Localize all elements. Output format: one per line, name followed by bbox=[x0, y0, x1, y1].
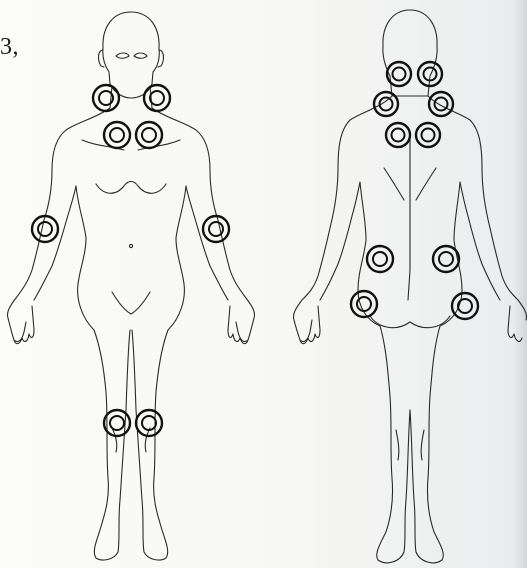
back-body-outline-right bbox=[428, 96, 527, 320]
back-tender-point-gluteal-left bbox=[367, 246, 393, 272]
back-tender-point-gluteal-right bbox=[433, 246, 459, 272]
back-tender-point-supraspinatus-right bbox=[416, 123, 440, 147]
front-breast-line bbox=[96, 182, 166, 194]
back-scapula-right bbox=[416, 168, 436, 200]
front-torso-left bbox=[76, 186, 130, 560]
front-tender-point-knee-right bbox=[136, 410, 162, 436]
back-tender-point-supraspinatus-left bbox=[386, 123, 410, 147]
front-groin bbox=[112, 292, 150, 314]
back-scapula-left bbox=[384, 168, 404, 200]
front-tender-point-elbow-left bbox=[32, 216, 58, 242]
front-left-hand bbox=[14, 306, 34, 344]
front-tender-point-elbow-right bbox=[203, 216, 229, 242]
front-torso-right bbox=[132, 186, 186, 560]
front-tender-point-neck-right bbox=[144, 85, 170, 111]
front-left-inner-arm bbox=[34, 186, 76, 300]
back-torso-left bbox=[358, 182, 410, 563]
back-right-inner-arm bbox=[460, 182, 500, 300]
front-body-figure bbox=[7, 12, 254, 560]
back-left-hand bbox=[300, 306, 320, 344]
back-spine bbox=[408, 136, 410, 300]
front-tender-point-chest-upper-left bbox=[104, 122, 130, 148]
front-navel bbox=[129, 244, 132, 247]
back-right-hand bbox=[508, 306, 522, 341]
front-left-knee-line bbox=[112, 428, 117, 452]
front-tender-point-knee-left bbox=[104, 410, 130, 436]
back-torso-right bbox=[410, 182, 462, 563]
front-body-outline-left bbox=[7, 86, 112, 342]
back-tender-point-occiput-right bbox=[418, 62, 442, 86]
back-right-calf-line bbox=[421, 430, 424, 460]
front-right-eye bbox=[134, 53, 147, 58]
back-tender-point-upper-trapezius-right bbox=[429, 92, 453, 116]
front-tender-point-neck-left bbox=[93, 85, 119, 111]
back-tender-point-upper-trapezius-left bbox=[374, 92, 398, 116]
front-right-knee-line bbox=[145, 428, 150, 452]
front-right-inner-arm bbox=[186, 186, 228, 300]
front-tender-point-chest-upper-right bbox=[136, 122, 162, 148]
back-tender-point-greater-trochanter-right bbox=[452, 293, 478, 319]
back-left-calf-line bbox=[396, 430, 399, 460]
back-buttocks bbox=[370, 316, 450, 328]
back-body-figure bbox=[293, 10, 526, 563]
back-left-inner-arm bbox=[320, 182, 360, 300]
front-right-hand bbox=[228, 306, 248, 344]
front-left-eye bbox=[116, 53, 129, 58]
front-body-outline-right bbox=[150, 86, 255, 342]
back-tender-point-occiput-left bbox=[387, 62, 411, 86]
